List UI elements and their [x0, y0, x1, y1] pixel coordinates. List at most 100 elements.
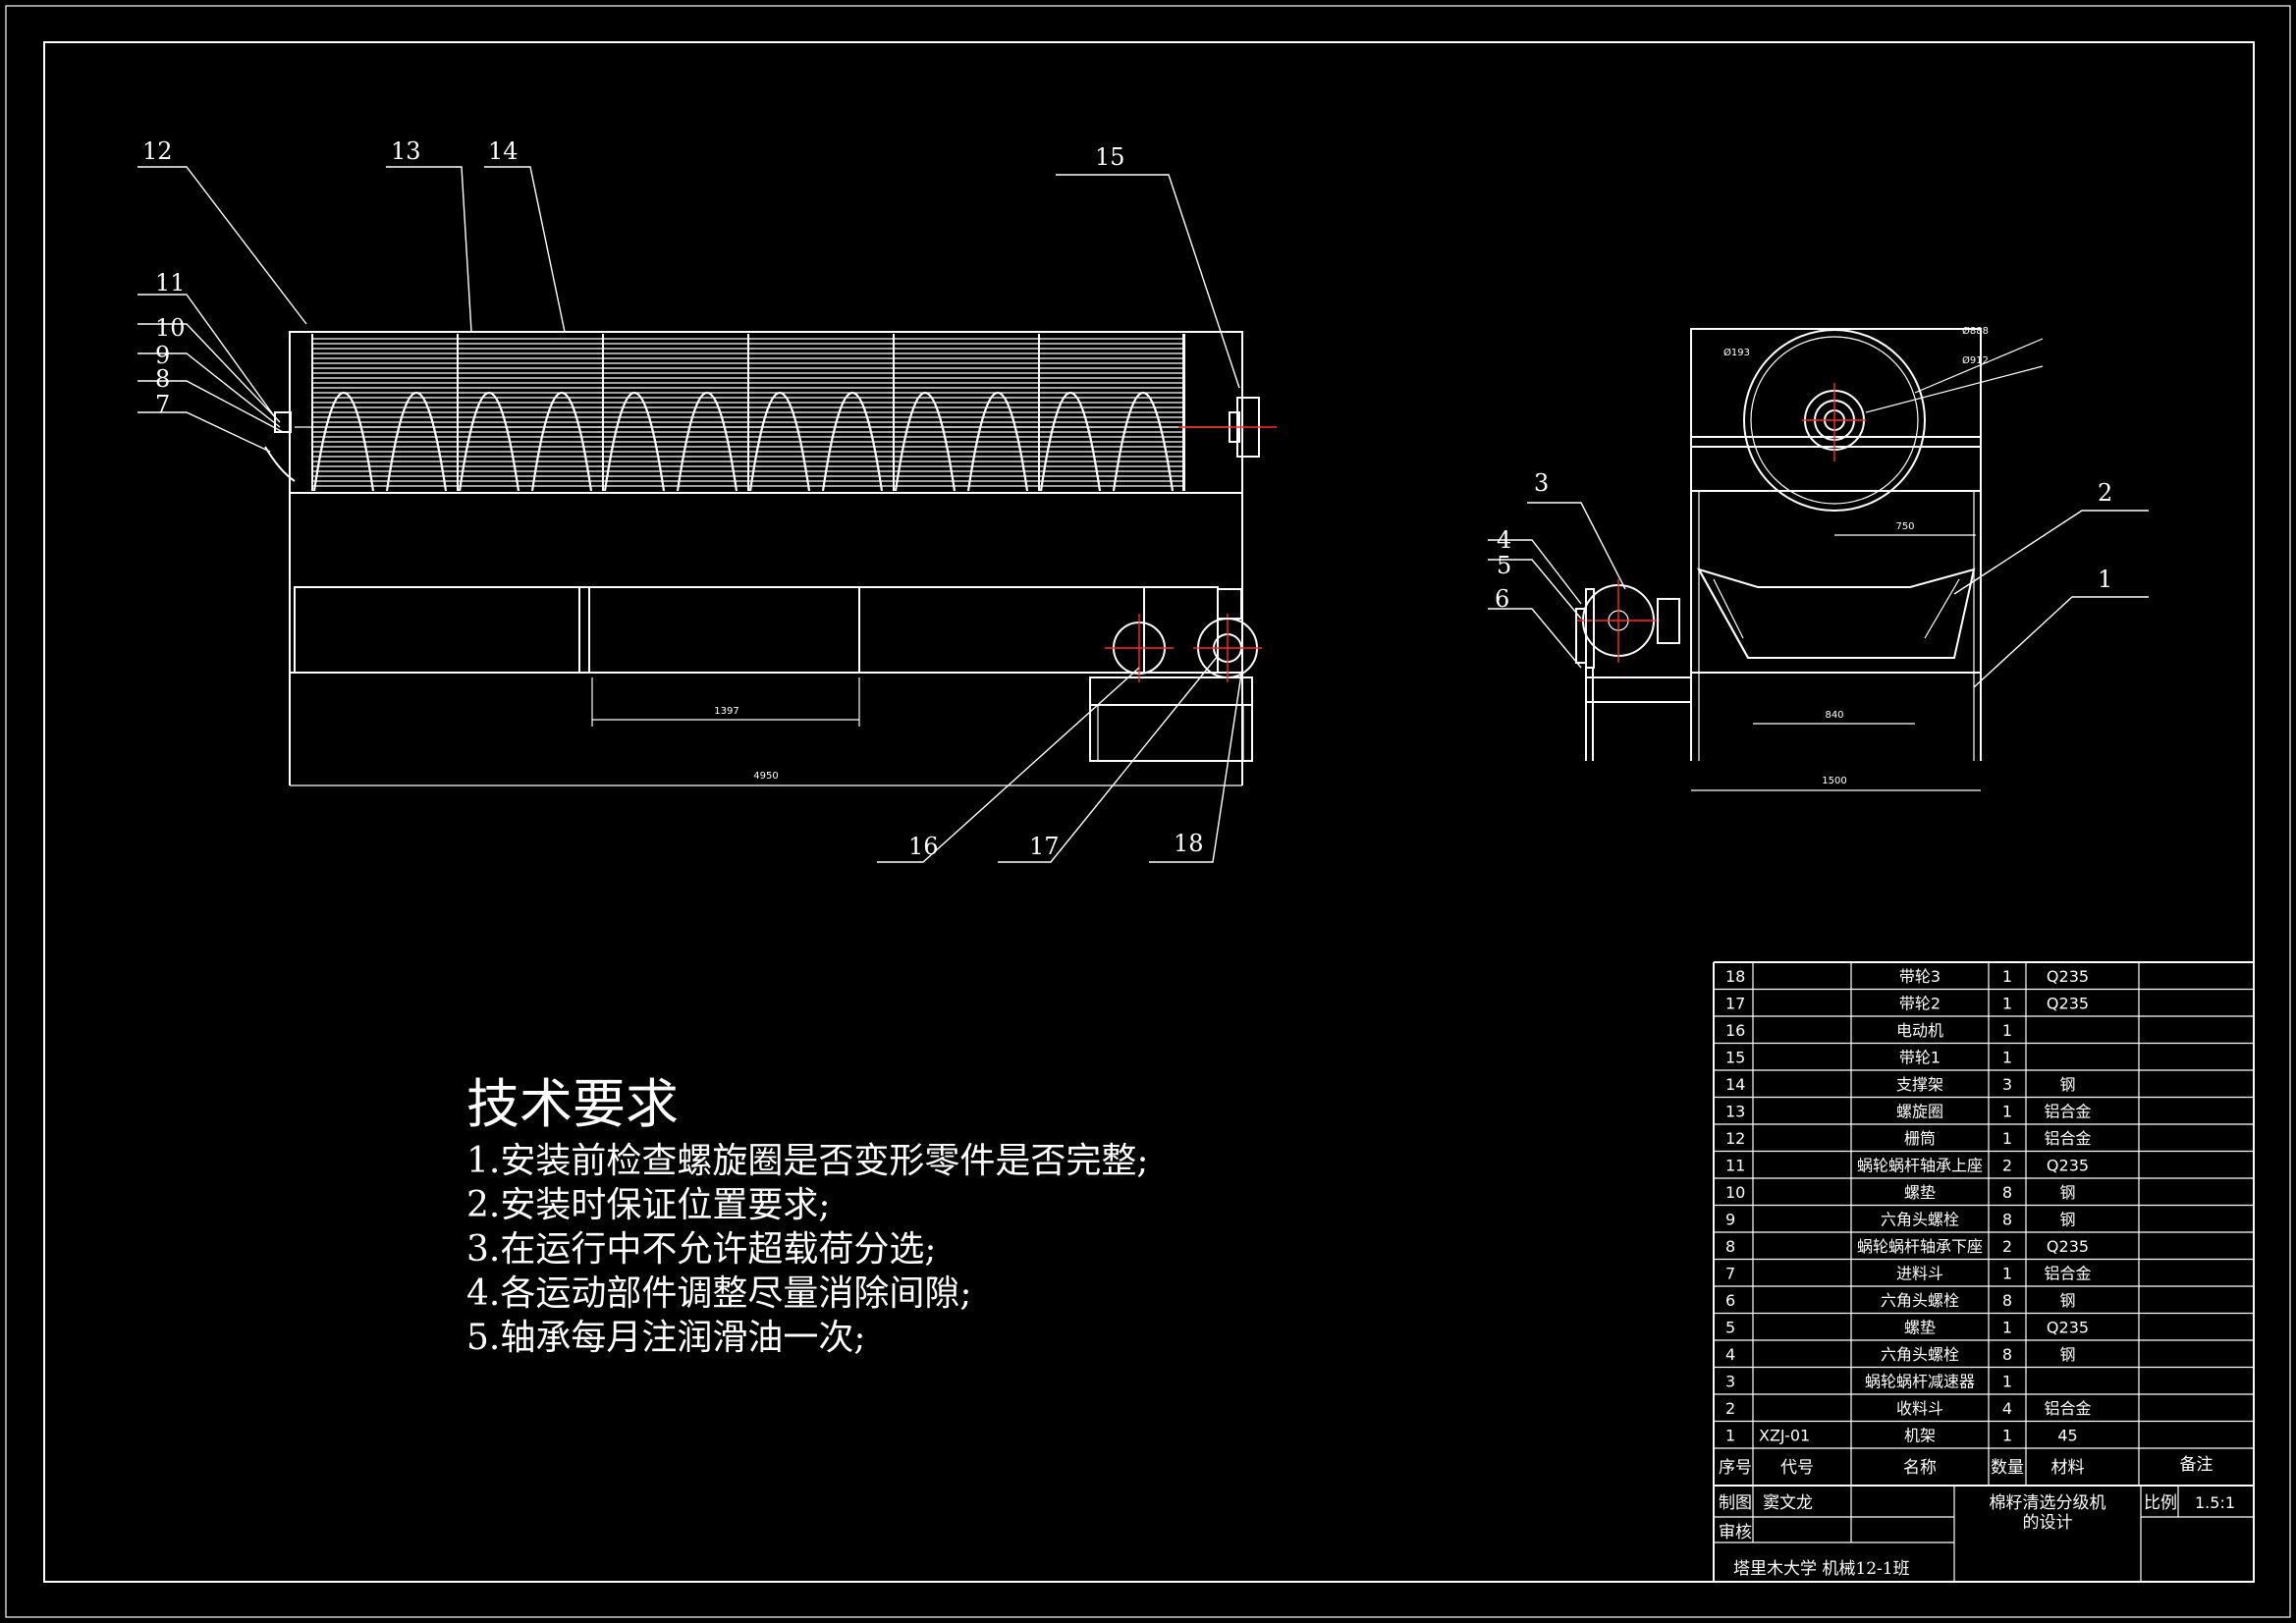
scale-value: 1.5:1	[2195, 1493, 2235, 1512]
label-16: 16	[908, 833, 939, 860]
label-1: 1	[2098, 566, 2112, 593]
spiral-curve	[676, 391, 738, 492]
bom-code: XZJ-01	[1759, 1427, 1810, 1445]
bom-mat: Q235	[2047, 995, 2089, 1013]
bom-name: 蜗轮蜗杆轴承下座	[1857, 1237, 1983, 1256]
bom-no: 3	[1725, 1373, 1735, 1391]
bom-qty: 1	[2002, 995, 2012, 1013]
bom-name: 支撑架	[1896, 1075, 1943, 1094]
bom-qty: 1	[2002, 1129, 2012, 1148]
bom-name: 电动机	[1896, 1021, 1943, 1040]
bom-mat: Q235	[2047, 1319, 2089, 1337]
bom-name: 六角头螺栓	[1881, 1211, 1959, 1229]
bom-mat: 铝合金	[2044, 1129, 2091, 1148]
label-8: 8	[155, 365, 170, 393]
label-5: 5	[1497, 552, 1511, 579]
tech-item: 3.在运行中不允许超载荷分选;	[466, 1229, 937, 1270]
school-name: 塔里木大学 机械12-1班	[1733, 1559, 1910, 1579]
spiral-curve	[312, 391, 375, 492]
project-title: 棉籽清选分级机	[1990, 1493, 2106, 1513]
part-labels-side: 3 4 5 6 2 1	[1495, 469, 2112, 613]
bom-no: 4	[1725, 1345, 1735, 1364]
label-14: 14	[488, 137, 519, 165]
bom-name: 机架	[1904, 1427, 1936, 1445]
bom-mat: 钢	[2059, 1075, 2075, 1094]
inner-border	[43, 41, 2255, 1583]
bom-mat: Q235	[2047, 1237, 2089, 1256]
bom-header: 序号	[1719, 1458, 1752, 1478]
bom-mat: Q235	[2047, 1157, 2089, 1175]
bom-no: 17	[1725, 995, 1745, 1013]
bom-no: 10	[1725, 1183, 1745, 1202]
bom-name: 带轮3	[1899, 967, 1941, 986]
bom-no: 11	[1725, 1157, 1745, 1175]
bom-name: 蜗轮蜗杆轴承上座	[1857, 1157, 1983, 1175]
dim-840: 840	[1825, 710, 1843, 721]
bom-name: 螺旋圈	[1896, 1103, 1943, 1121]
bom-qty: 8	[2002, 1291, 2012, 1310]
label-18: 18	[1174, 830, 1204, 857]
part-labels-front: 12 13 14 15 11 10 9 8 7 16 17 18	[142, 137, 1204, 860]
technical-requirements: 技术要求 1.安装前检查螺旋圈是否变形零件是否完整; 2.安装时保证位置要求; …	[466, 1070, 1148, 1360]
dim-dia-888: Ø888	[1962, 325, 1989, 337]
bom-qty: 8	[2002, 1345, 2012, 1364]
label-9: 9	[155, 342, 170, 369]
outer-border	[5, 5, 2291, 1618]
bom-mat: 钢	[2059, 1183, 2075, 1202]
spiral-curve	[966, 391, 1029, 492]
bom-mat: 铝合金	[2044, 1103, 2091, 1121]
label-3: 3	[1534, 469, 1549, 497]
bom-qty: 1	[2002, 1021, 2012, 1040]
dim-750: 750	[1895, 521, 1914, 532]
bom-header: 代号	[1780, 1458, 1814, 1478]
bom-name: 栅筒	[1904, 1129, 1936, 1148]
bom-qty: 1	[2002, 1427, 2012, 1445]
front-view: 1397 4950	[264, 331, 1277, 786]
bom-name: 收料斗	[1896, 1399, 1943, 1418]
bom-no: 18	[1725, 967, 1745, 986]
bom-mat: 钢	[2059, 1345, 2075, 1364]
label-15: 15	[1095, 143, 1125, 171]
bom-qty: 1	[2002, 1373, 2012, 1391]
bom-header: 数量	[1991, 1458, 2024, 1478]
bom-qty: 1	[2002, 1103, 2012, 1121]
bom-name: 六角头螺栓	[1881, 1345, 1959, 1364]
tech-item: 4.各运动部件调整尽量消除间隙;	[466, 1273, 972, 1314]
bom-name: 带轮1	[1899, 1049, 1941, 1067]
drum-section	[1743, 329, 1926, 512]
label-13: 13	[391, 137, 421, 165]
bom-qty: 1	[2002, 1265, 2012, 1283]
leaders-side	[1488, 502, 2149, 688]
check-label: 审核	[1719, 1523, 1752, 1542]
bom-no: 15	[1725, 1049, 1745, 1067]
side-frame-top	[1690, 328, 1982, 492]
bom-no: 5	[1725, 1319, 1735, 1337]
bom-qty: 1	[2002, 967, 2012, 986]
tech-item: 1.安装前检查螺旋圈是否变形零件是否完整;	[466, 1141, 1149, 1181]
spiral-curve	[385, 391, 448, 492]
bom-qty: 2	[2002, 1237, 2012, 1256]
lower-hopper	[294, 586, 1219, 674]
bom-no: 7	[1725, 1265, 1735, 1283]
bom-name: 带轮2	[1899, 995, 1941, 1013]
bom-qty: 1	[2002, 1319, 2012, 1337]
bom-header: 材料	[2051, 1458, 2085, 1478]
bom-qty: 8	[2002, 1211, 2012, 1229]
bom-name: 螺垫	[1904, 1319, 1936, 1337]
bom-no: 8	[1725, 1237, 1735, 1256]
label-10: 10	[155, 314, 186, 342]
bom-no: 14	[1725, 1075, 1745, 1094]
dim-1397: 1397	[714, 706, 738, 717]
spiral-curve	[748, 391, 811, 492]
draw-label: 制图	[1719, 1493, 1752, 1513]
bom-mat: 45	[2057, 1427, 2077, 1445]
bom-no: 6	[1725, 1291, 1735, 1310]
drawer-name: 窦文龙	[1763, 1493, 1813, 1513]
bom-qty: 1	[2002, 1049, 2012, 1067]
bom-no: 16	[1725, 1021, 1745, 1040]
bom-mat: 铝合金	[2044, 1265, 2091, 1283]
side-view: 1500 840 750 Ø193 Ø888 Ø912	[1575, 325, 2044, 791]
bom-mat: 铝合金	[2044, 1399, 2091, 1418]
